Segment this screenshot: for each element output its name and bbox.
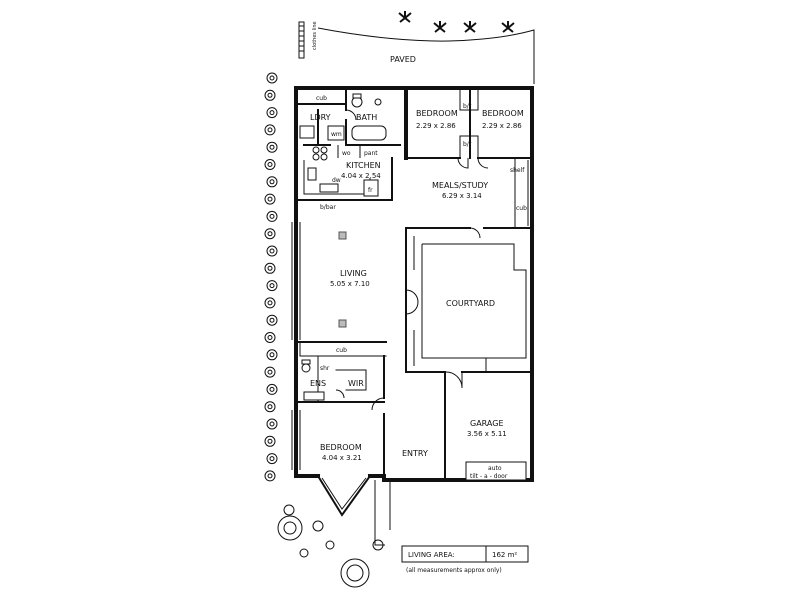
living-area-label: LIVING AREA: <box>408 551 455 559</box>
hedge-shrub <box>266 72 278 84</box>
bedroom2-name: BEDROOM <box>482 109 524 118</box>
entry-name: ENTRY <box>402 449 428 458</box>
doors <box>335 109 489 411</box>
garden-tree-4 <box>325 540 335 550</box>
meals-name: MEALS/STUDY <box>432 181 488 190</box>
hedge-shrub <box>266 418 278 430</box>
hedge-shrub <box>266 176 278 188</box>
dw-label: dw <box>332 177 341 184</box>
windows <box>291 222 301 340</box>
laundry-tub <box>299 125 315 139</box>
wm-label: wm <box>331 131 342 138</box>
blr2-label: b/r <box>463 141 472 148</box>
hedge-shrub <box>264 366 276 378</box>
bedroom1-size: 2.29 x 2.86 <box>416 122 456 130</box>
living-area-value: 162 m² <box>492 551 517 559</box>
hedge-shrub <box>264 332 276 343</box>
garden-tree-2 <box>283 504 295 516</box>
measurements-note: (all measurements approx only) <box>406 567 502 574</box>
kitchen-size: 4.04 x 2.54 <box>341 172 381 180</box>
paved-label: PAVED <box>390 55 416 64</box>
hedge-shrub <box>266 210 278 222</box>
garage-size: 3.56 x 5.11 <box>467 430 507 438</box>
living-area-legend: LIVING AREA: 162 m² (all measurements ap… <box>401 545 529 574</box>
living-name: LIVING <box>340 269 367 278</box>
cub-meals-label: cub <box>516 205 527 212</box>
hedge-shrub <box>264 89 276 101</box>
entry-path <box>374 480 391 546</box>
hedge-shrub <box>266 280 278 292</box>
hedge-shrub <box>264 435 276 447</box>
hedge-shrub <box>266 107 278 119</box>
hedge-shrub <box>264 470 276 482</box>
fridge-box <box>363 179 379 197</box>
shelf-label: shelf <box>510 167 525 174</box>
fixtures <box>291 93 529 481</box>
hedge-shrub <box>264 124 276 136</box>
dishwasher-box <box>319 183 339 193</box>
kitchen-sink <box>307 167 317 181</box>
hedge-shrub <box>264 401 276 413</box>
living-size: 5.05 x 7.10 <box>330 280 370 288</box>
hedge-shrub <box>264 228 276 240</box>
fr-label: fr <box>368 187 373 194</box>
bath-name: BATH <box>356 113 377 122</box>
hedge-shrub <box>266 141 278 153</box>
blr1-label: b/r <box>463 103 472 110</box>
clothes-line: clothes line <box>298 21 318 59</box>
garden-tree-1 <box>277 515 303 541</box>
palm-tree-1 <box>398 11 412 23</box>
hedge-shrub <box>266 245 278 257</box>
courtyard-name: COURTYARD <box>446 299 495 308</box>
hedge-shrub <box>266 314 278 326</box>
garden-tree-5 <box>340 558 370 588</box>
garden-tree-7 <box>299 548 309 558</box>
bbar-label: b/bar <box>320 204 336 211</box>
garage-door-line2: tilt - a - door <box>470 473 508 480</box>
shr-label: shr <box>320 365 330 372</box>
room-labels: BEDROOM 2.29 x 2.86 BEDROOM 2.29 x 2.86 … <box>310 109 524 462</box>
bedroom1-name: BEDROOM <box>416 109 458 118</box>
garage-door-line1: auto <box>488 465 502 472</box>
hedge-shrub <box>264 262 276 274</box>
bedroom3-size: 4.04 x 3.21 <box>322 454 362 462</box>
hedge-shrub <box>264 193 276 205</box>
meals-size: 6.29 x 3.14 <box>442 192 482 200</box>
paved-boundary <box>317 27 535 84</box>
hedge-shrub <box>266 349 278 361</box>
garden-tree-3 <box>312 520 324 532</box>
ens-vanity <box>303 391 325 401</box>
hedge-shrubs <box>264 72 278 482</box>
wo-label: wo <box>342 150 351 157</box>
cooktop <box>312 146 328 161</box>
ens-toilet <box>301 363 311 373</box>
hedge-shrub <box>264 159 276 170</box>
cub-living-label: cub <box>336 347 347 354</box>
palm-tree-3 <box>463 21 477 33</box>
basin <box>374 98 382 106</box>
bedroom2-size: 2.29 x 2.86 <box>482 122 522 130</box>
fixture-labels: cub wm wo pant dw fr b/bar b/r b/r shelf… <box>316 95 527 480</box>
garage-door <box>465 461 527 481</box>
pant-label: pant <box>364 150 378 157</box>
washing-machine-box <box>327 125 345 141</box>
ens-name: ENS <box>310 379 326 388</box>
site-features: PAVED clothes line <box>264 11 535 588</box>
palm-tree-2 <box>433 21 447 33</box>
wir-name: WIR <box>348 379 364 388</box>
bedroom3-name: BEDROOM <box>320 443 362 452</box>
laundry-name: LDRY <box>310 113 331 122</box>
garage-name: GARAGE <box>470 419 504 428</box>
interior-walls <box>295 87 533 481</box>
bathtub <box>351 125 387 141</box>
cub-top-label: cub <box>316 95 327 102</box>
hedge-shrub <box>264 297 276 309</box>
kitchen-name: KITCHEN <box>346 161 381 170</box>
hedge-shrub <box>266 453 278 465</box>
hedge-shrub <box>266 383 278 395</box>
palm-tree-4 <box>501 21 515 33</box>
clothes-line-label: clothes line <box>312 21 318 50</box>
